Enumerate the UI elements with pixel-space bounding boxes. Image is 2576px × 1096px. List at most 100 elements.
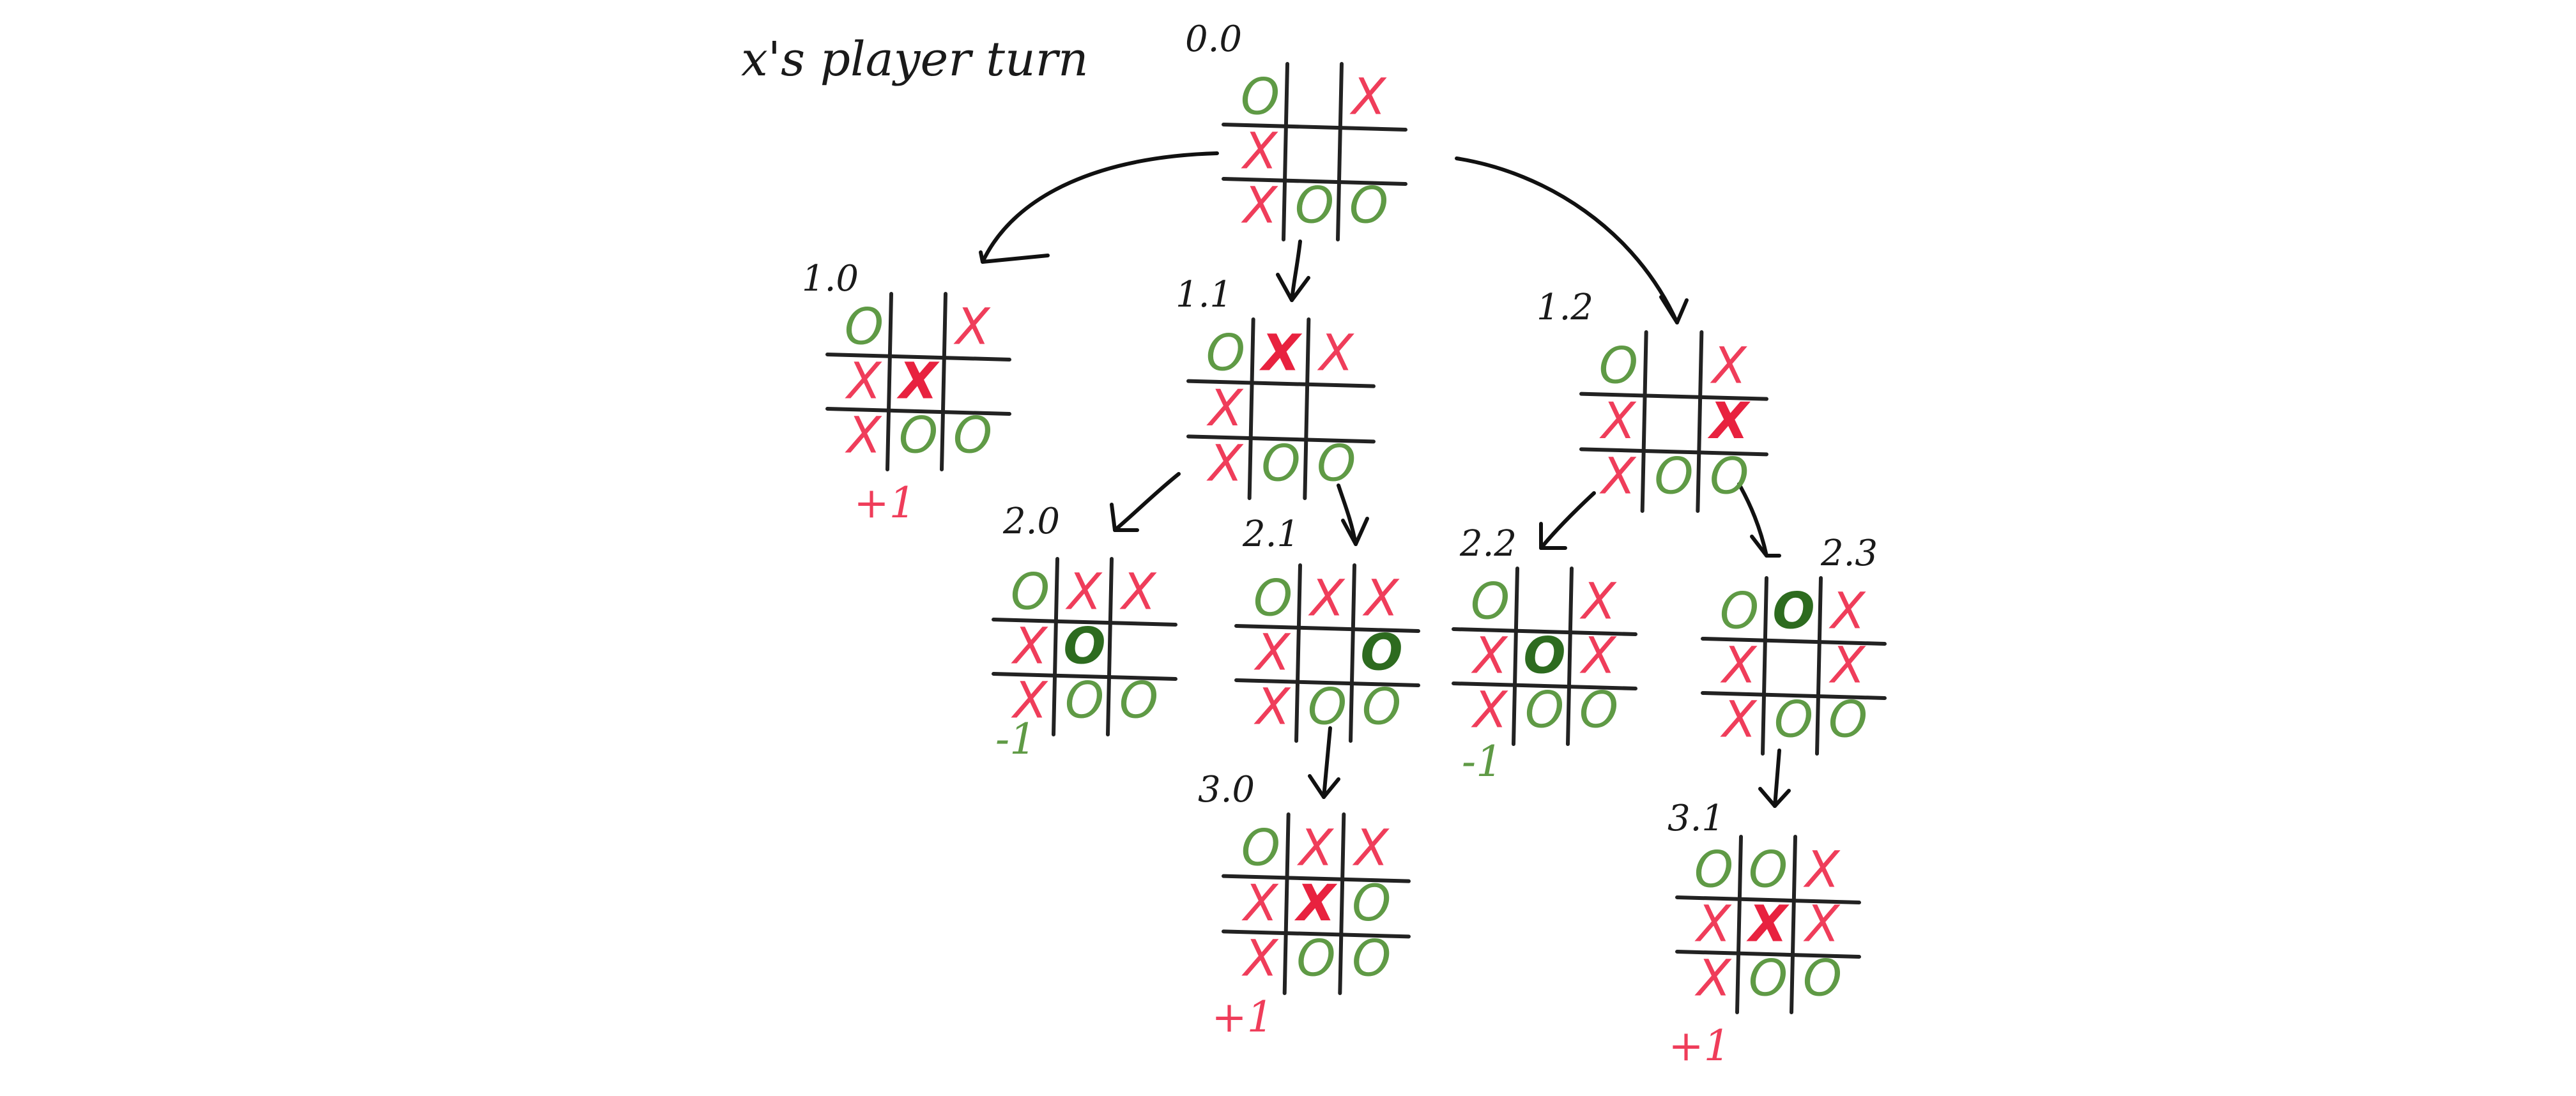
o-mark-new: O [1772, 583, 1814, 641]
o-mark: O [1261, 436, 1300, 493]
board-grid [1222, 812, 1411, 995]
grid-line [1282, 62, 1289, 241]
grid-line [1247, 317, 1255, 500]
o-mark-new: O [1360, 625, 1402, 682]
o-mark: O [1599, 337, 1638, 395]
grid-line [1186, 379, 1376, 388]
grid-line [1640, 330, 1648, 513]
arrowhead-icon [1110, 503, 1139, 532]
x-mark-new: X [1259, 324, 1303, 382]
grid-line [825, 353, 1011, 362]
grid-line [992, 618, 1177, 627]
grid-line [1234, 678, 1420, 687]
arrow-shaft [1337, 483, 1358, 546]
node-score: +1 [1668, 1021, 1730, 1070]
tree-arrow [1110, 472, 1181, 532]
grid-line [1222, 123, 1407, 132]
node-label: 2.0 [1002, 501, 1060, 542]
x-mark-new: X [896, 353, 940, 411]
tree-arrows [979, 151, 1791, 808]
grid-line [1579, 447, 1768, 457]
grid-line [1336, 62, 1344, 241]
o-mark: O [1828, 692, 1867, 749]
grid-line [1294, 563, 1302, 743]
o-mark: O [1694, 842, 1733, 899]
node-label: 1.0 [802, 258, 859, 300]
o-mark: O [1317, 436, 1356, 493]
o-mark: O [1352, 931, 1391, 988]
grid-line [1579, 392, 1768, 401]
grid-line [1566, 567, 1574, 746]
arrowhead-icon [1308, 774, 1340, 799]
grid-line [1761, 576, 1768, 756]
x-mark-new: X [1746, 896, 1790, 954]
o-mark: O [1352, 875, 1391, 932]
x-mark-new: X [1708, 393, 1751, 450]
o-mark: O [1579, 682, 1618, 740]
o-mark-new: O [1523, 628, 1565, 685]
arrowhead-icon [979, 250, 1050, 264]
grid-line [1696, 330, 1704, 513]
board-grid [1186, 317, 1376, 500]
o-mark: O [1308, 679, 1347, 736]
o-mark: O [1296, 931, 1335, 988]
o-mark: O [899, 407, 938, 465]
node-label: 3.0 [1198, 769, 1255, 811]
node-label: 2.3 [1820, 533, 1878, 574]
arrow-shaft [1455, 156, 1679, 324]
o-mark: O [1206, 324, 1245, 382]
o-mark-new: O [1063, 618, 1105, 676]
grid-line [825, 407, 1011, 416]
x-mark: X [1241, 178, 1278, 235]
x-mark: X [1011, 673, 1048, 730]
o-mark: O [1295, 178, 1334, 235]
x-mark: X [1694, 950, 1732, 1008]
node-score: -1 [1462, 737, 1503, 786]
node-label: 0.0 [1185, 19, 1242, 60]
arrowhead-icon [1659, 295, 1689, 324]
node-label: 2.1 [1242, 514, 1300, 555]
grid-line [1701, 637, 1887, 646]
board-grid [1234, 563, 1420, 743]
node-score: +1 [854, 478, 916, 528]
x-mark: X [1579, 574, 1617, 631]
node-label: 2.2 [1459, 523, 1517, 565]
x-mark: X [1241, 875, 1279, 932]
diagram-title: x's player turn [741, 32, 1089, 87]
grid-line [1701, 691, 1887, 700]
grid-line [1303, 317, 1311, 500]
arrow-shaft [1322, 726, 1332, 799]
x-mark: X [1720, 637, 1758, 695]
x-mark: X [1803, 842, 1841, 899]
tree-arrow [1737, 482, 1781, 558]
x-mark: X [1352, 819, 1390, 877]
grid-line [1234, 624, 1420, 633]
o-mark: O [953, 407, 992, 465]
x-mark: X [1119, 564, 1157, 621]
grid-line [940, 292, 947, 471]
grid-line [1790, 835, 1797, 1014]
grid-line [1222, 929, 1411, 939]
tree-arrow [1308, 726, 1340, 799]
board-grid [992, 557, 1177, 736]
o-mark: O [1362, 679, 1401, 736]
grid-line [1512, 567, 1519, 746]
board-grid [1675, 835, 1861, 1014]
x-mark: X [1694, 896, 1732, 954]
x-mark: X [1599, 393, 1637, 450]
arrow-shaft [1113, 472, 1181, 532]
x-mark: X [1471, 682, 1508, 740]
x-mark: X [1317, 324, 1354, 382]
board-grid [1579, 330, 1768, 513]
x-mark: X [1254, 625, 1291, 682]
o-mark: O [1720, 583, 1759, 641]
o-mark: O [845, 299, 884, 356]
o-mark: O [1349, 178, 1388, 235]
x-mark: X [1803, 896, 1841, 954]
x-mark: X [1579, 628, 1617, 685]
